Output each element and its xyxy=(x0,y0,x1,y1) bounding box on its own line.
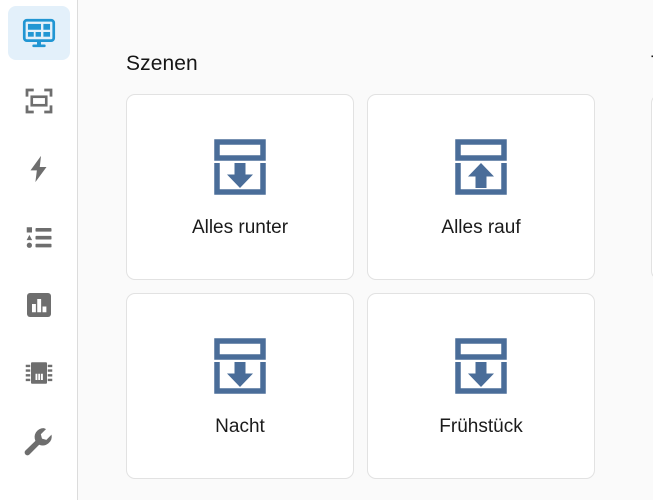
scene-card-label: Nacht xyxy=(215,416,265,437)
scene-card-label: Alles rauf xyxy=(441,217,521,238)
scene-card-grid: Alles runter Alles rauf xyxy=(126,94,595,479)
lightning-bolt-icon xyxy=(24,154,54,184)
sidebar-item-devices[interactable] xyxy=(8,346,70,400)
page-title-clipped: T xyxy=(651,52,653,76)
sidebar-item-statistics[interactable] xyxy=(8,278,70,332)
section-next-clipped: T xyxy=(651,52,653,280)
dashboard-icon xyxy=(22,16,56,50)
shutter-down-icon xyxy=(449,334,513,398)
page-title: Szenen xyxy=(126,52,198,75)
wrench-icon xyxy=(23,426,54,457)
scene-card-nacht[interactable]: Nacht xyxy=(126,293,354,479)
scene-card-label: Frühstück xyxy=(439,416,523,437)
sidebar-item-scan[interactable] xyxy=(8,74,70,128)
scene-card-grid-clipped xyxy=(651,94,653,280)
sidebar-item-automations[interactable] xyxy=(8,142,70,196)
sections-columns: Szenen Alles runter xyxy=(126,52,653,479)
shutter-down-icon xyxy=(208,135,272,199)
scene-card-alles-rauf[interactable]: Alles rauf xyxy=(367,94,595,280)
chip-icon xyxy=(24,358,54,388)
scan-frame-icon xyxy=(24,86,54,116)
section-szenen: Szenen Alles runter xyxy=(126,52,595,479)
bar-chart-icon xyxy=(24,290,54,320)
sidebar xyxy=(0,0,78,500)
shutter-down-icon xyxy=(208,334,272,398)
sidebar-item-settings[interactable] xyxy=(8,414,70,468)
sidebar-item-dashboard[interactable] xyxy=(7,6,70,60)
scene-card-fruehstueck[interactable]: Frühstück xyxy=(367,293,595,479)
scene-card-alles-runter[interactable]: Alles runter xyxy=(126,94,354,280)
scene-card-label: Alles runter xyxy=(191,217,289,238)
sidebar-item-list[interactable] xyxy=(8,210,70,264)
content-area: Szenen Alles runter xyxy=(78,0,653,500)
list-shapes-icon xyxy=(24,222,54,252)
shutter-up-icon xyxy=(449,135,513,199)
